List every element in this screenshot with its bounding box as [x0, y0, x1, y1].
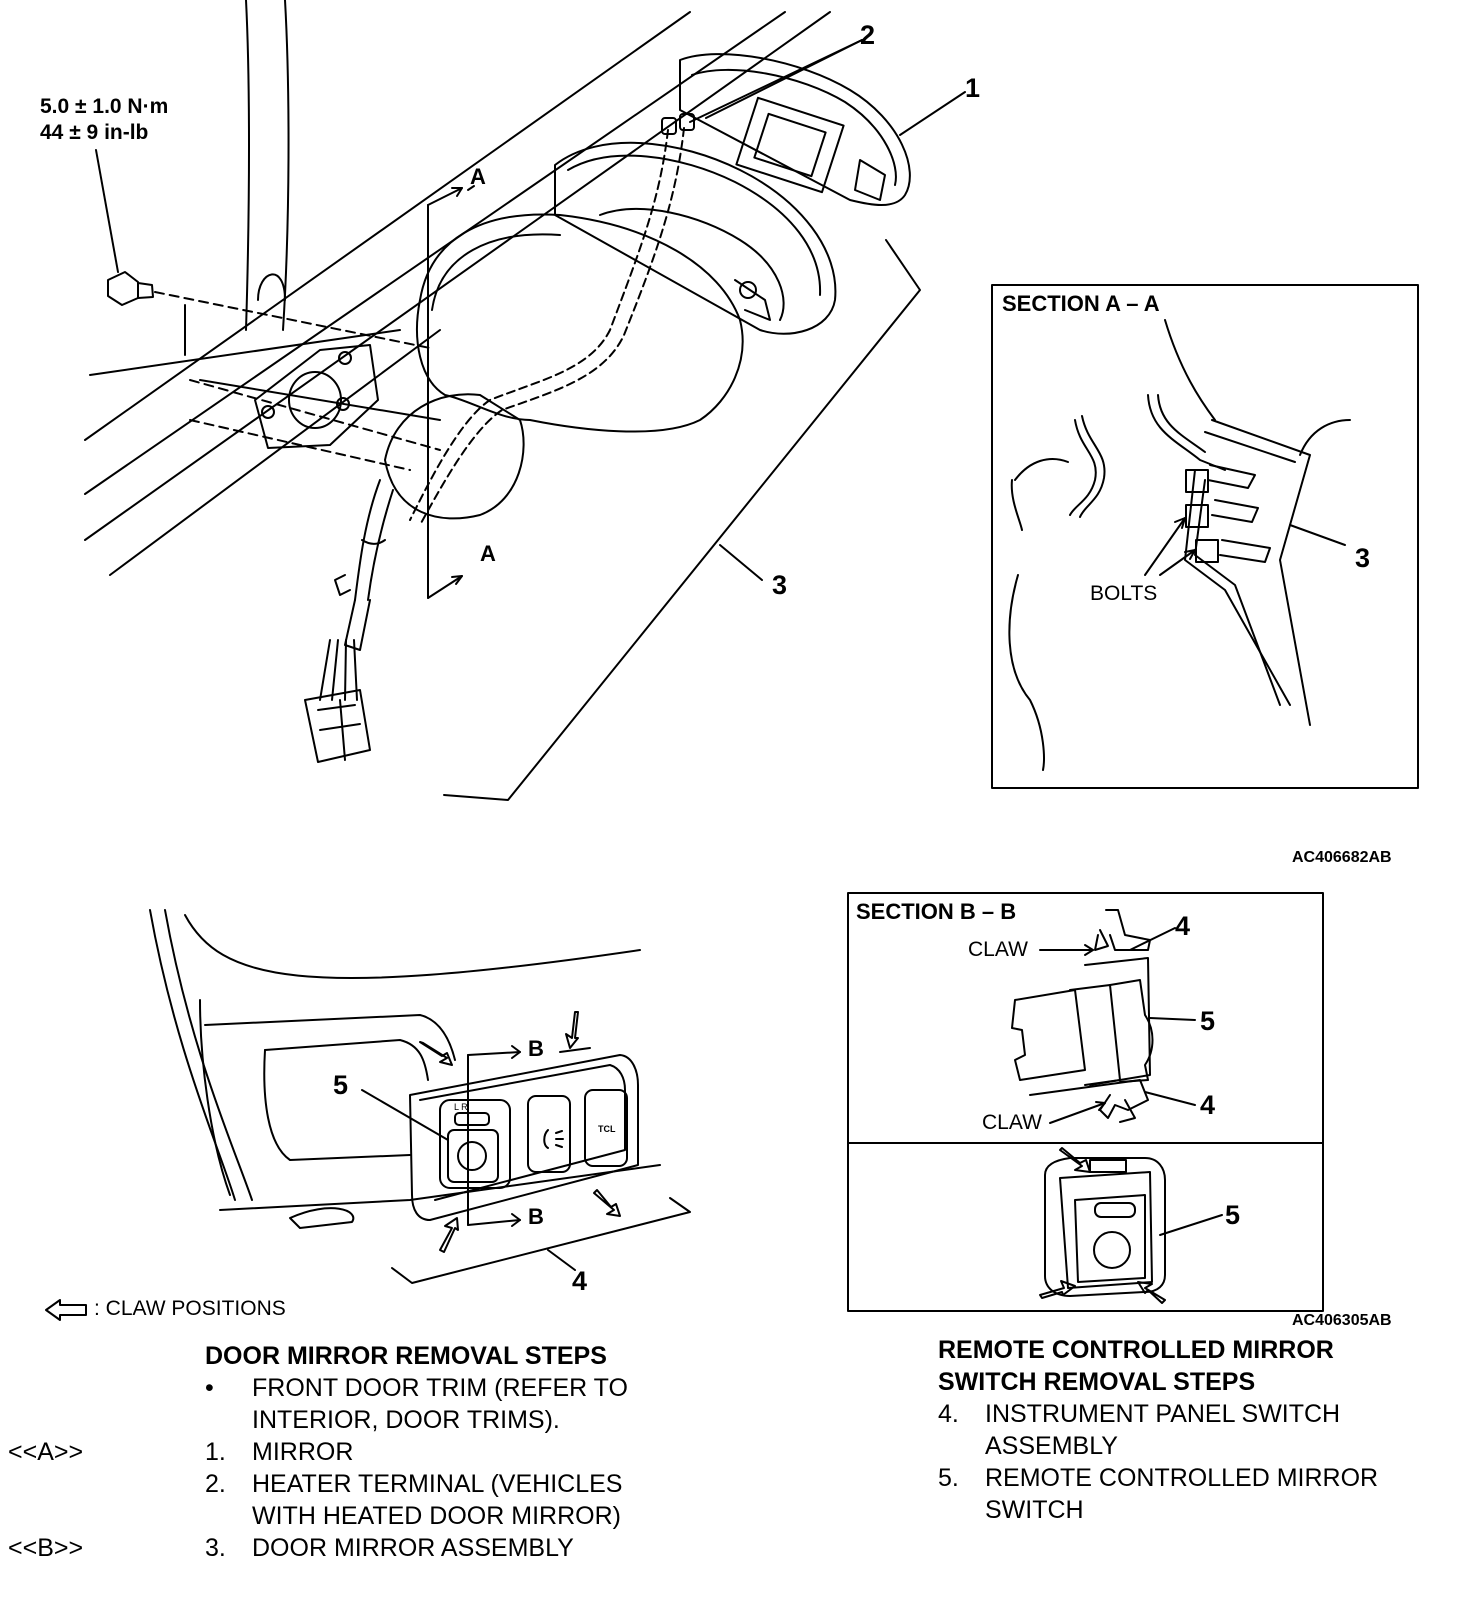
callout-heater-terminal: 2 — [860, 20, 876, 50]
torque-spec: 5.0 ± 1.0 N·m 44 ± 9 in-lb — [40, 94, 168, 146]
section-b-marker-bottom: B — [528, 1204, 544, 1229]
section-a-box — [991, 284, 1419, 789]
claw-label-bottom: CLAW — [982, 1111, 1042, 1134]
door-mirror-steps-title: DOOR MIRROR REMOVAL STEPS — [205, 1342, 607, 1370]
callout-section-b-switch: 5 — [1200, 1006, 1216, 1036]
list-item: 4. INSTRUMENT PANEL SWITCH — [938, 1400, 1341, 1428]
section-a-title: SECTION A – A — [1002, 291, 1160, 316]
section-a-marker-bottom: A — [480, 541, 496, 566]
list-item: • FRONT DOOR TRIM (REFER TO — [205, 1374, 628, 1402]
section-a-marker-top: A — [470, 164, 486, 189]
dash-body-lines — [149, 909, 661, 1229]
door-mirror-steps: DOOR MIRROR REMOVAL STEPS • FRONT DOOR T… — [0, 1340, 700, 1564]
callout-section-b-assembly-bottom: 4 — [1200, 1090, 1216, 1120]
list-item: 5. REMOTE CONTROLLED MIRROR — [938, 1464, 1379, 1492]
callout-section-b-assembly-top: 4 — [1175, 911, 1191, 941]
bolt — [107, 271, 431, 349]
switch-steps: REMOTE CONTROLLED MIRROR SWITCH REMOVAL … — [938, 1334, 1458, 1526]
figure-code-bottom: AC406305AB — [1292, 1312, 1392, 1329]
leader-lines-top — [95, 39, 966, 801]
section-b-drawing — [1011, 909, 1223, 1304]
list-item: 2. HEATER TERMINAL (VEHICLES — [205, 1470, 623, 1498]
section-b-box — [847, 892, 1324, 1312]
leader-lines-panel — [361, 1089, 691, 1284]
section-b-marker-top: B — [528, 1036, 544, 1061]
switch-lr-label: L R — [454, 1102, 468, 1112]
callout-section-a-assembly: 3 — [1355, 543, 1371, 573]
section-b-plane — [467, 1045, 521, 1227]
heater-wires — [409, 113, 695, 526]
mirror-frame — [554, 141, 837, 335]
mirror-housing — [304, 213, 744, 763]
callout-switch-assembly: 4 — [572, 1266, 588, 1296]
step-mark-a: <<A>> — [8, 1438, 84, 1466]
torque-metric: 5.0 ± 1.0 N·m — [40, 95, 169, 118]
section-a-plane — [427, 185, 475, 599]
callout-mirror: 1 — [965, 73, 981, 103]
mirror-glass — [679, 53, 911, 206]
section-a-drawing — [1008, 319, 1351, 771]
list-item: <<A>> 1. MIRROR — [8, 1438, 354, 1466]
torque-imperial: 44 ± 9 in-lb — [40, 121, 149, 144]
step-mark-b: <<B>> — [8, 1534, 84, 1562]
figure-code-top: AC406682AB — [1292, 849, 1392, 866]
switch-steps-title-2: SWITCH REMOVAL STEPS — [938, 1368, 1256, 1396]
mounting-gasket — [189, 344, 441, 471]
section-b-title: SECTION B – B — [856, 899, 1017, 924]
callout-mirror-switch: 5 — [333, 1070, 349, 1100]
legend-text: : CLAW POSITIONS — [94, 1297, 286, 1320]
list-item: <<B>> 3. DOOR MIRROR ASSEMBLY — [8, 1534, 574, 1562]
door-body-lines — [84, 0, 831, 576]
switch-steps-title-1: REMOTE CONTROLLED MIRROR — [938, 1336, 1334, 1364]
claw-arrows-panel — [419, 1011, 621, 1253]
switch-panel — [409, 1047, 639, 1221]
legend-arrow-icon — [45, 1299, 87, 1321]
callout-section-b-switch-lower: 5 — [1225, 1200, 1241, 1230]
tcl-label: TCL — [598, 1124, 616, 1134]
callout-mirror-assembly: 3 — [772, 570, 788, 600]
claw-label-top: CLAW — [968, 938, 1028, 961]
bolts-label: BOLTS — [1090, 582, 1158, 605]
